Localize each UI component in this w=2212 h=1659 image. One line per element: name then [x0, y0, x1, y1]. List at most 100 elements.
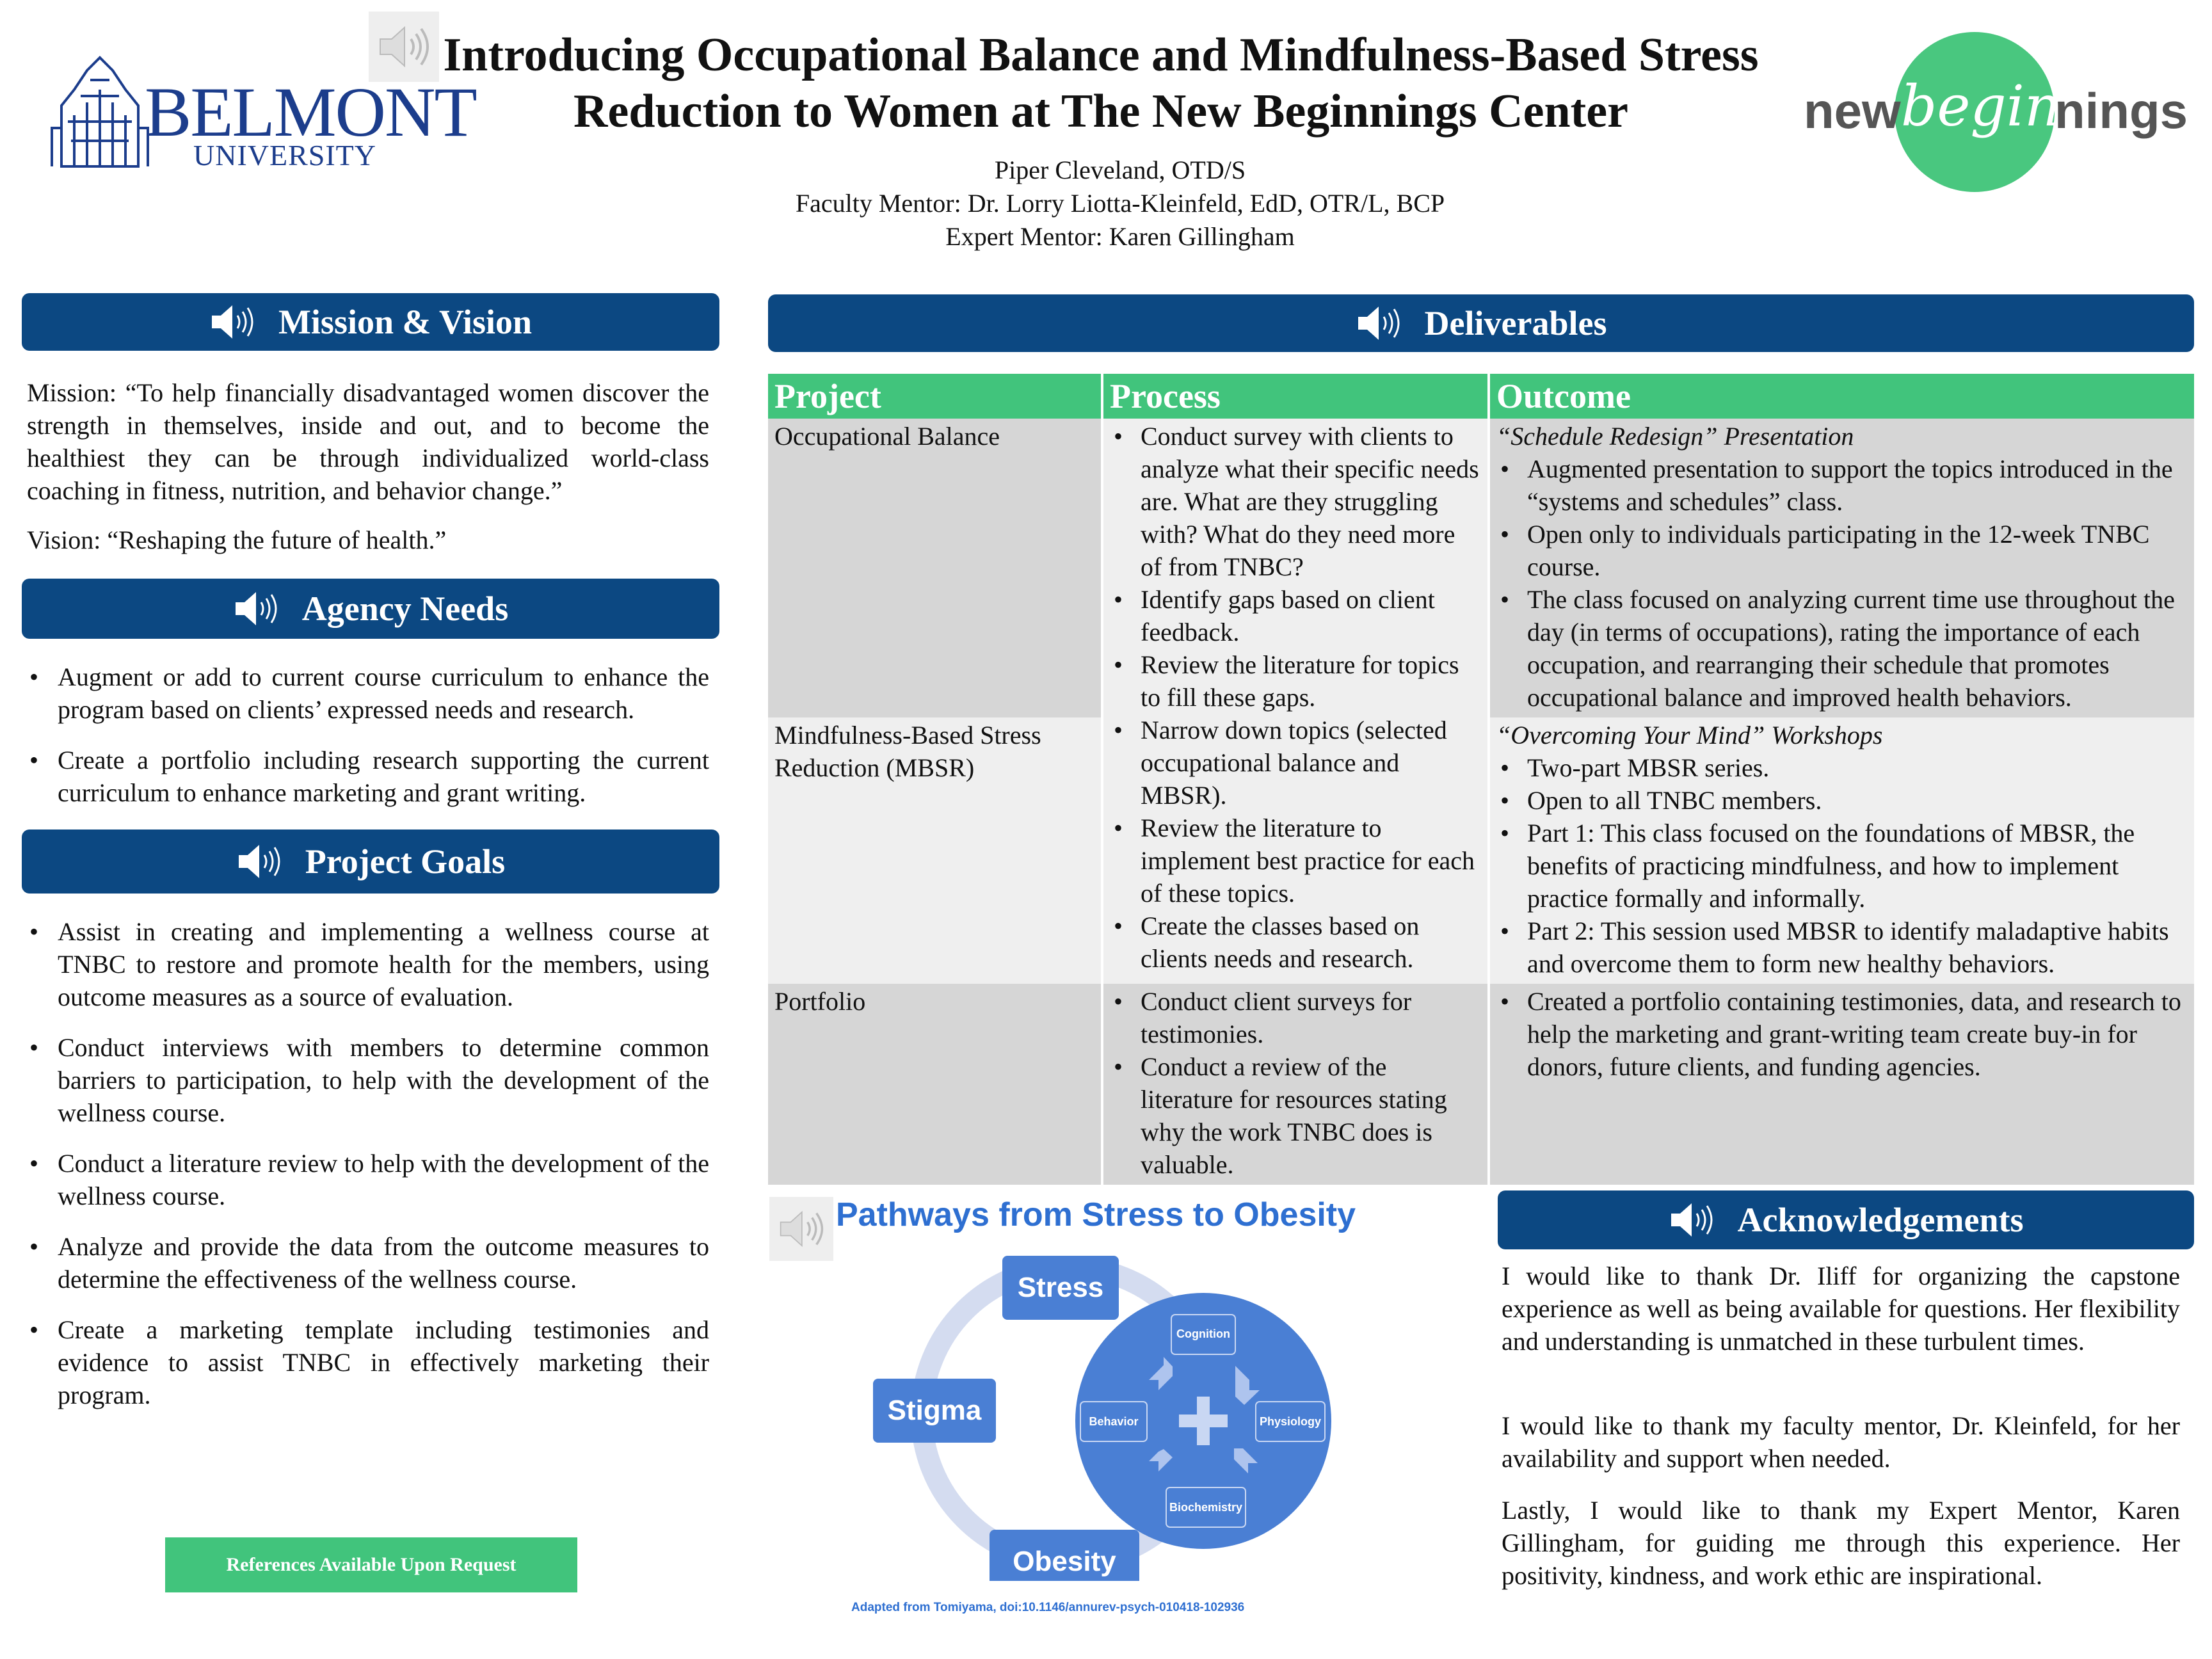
acknowledgements-title: Acknowledgements [1737, 1201, 2024, 1239]
mission-vision-header: Mission & Vision [22, 293, 719, 351]
title-line-1: Introducing Occupational Balance and Min… [443, 29, 1759, 81]
stress-label: Stress [1018, 1272, 1104, 1303]
table-row: Portfolio Conduct client surveys for tes… [768, 984, 2194, 1185]
mechanism-arrows [1149, 1357, 1260, 1473]
deliverables-header: Deliverables [768, 294, 2194, 352]
mission-audio-icon[interactable] [209, 303, 257, 341]
deliverables-audio-icon[interactable] [1356, 304, 1403, 342]
agency-audio-icon[interactable] [233, 589, 280, 628]
outcome-cell: “Schedule Redesign” Presentation Augment… [1489, 419, 2194, 717]
expert-mentor: Expert Mentor: Karen Gillingham [945, 222, 1295, 251]
project-cell: Occupational Balance [768, 419, 1103, 717]
list-item: Part 1: This class focused on the founda… [1496, 817, 2188, 915]
belmont-wordmark: BELMONT [145, 73, 477, 151]
list-item: Two-part MBSR series. [1496, 751, 2188, 784]
diagram-caption: Adapted from Tomiyama, doi:10.1146/annur… [851, 1601, 1245, 1614]
list-item: Analyze and provide the data from the ou… [27, 1230, 709, 1295]
list-item: Conduct client surveys for testimonies. [1110, 985, 1481, 1050]
list-item: Conduct a literature review to help with… [27, 1147, 709, 1212]
list-item: Conduct survey with clients to analyze w… [1110, 420, 1481, 583]
project-cell: Mindfulness-Based Stress Reduction (MBSR… [768, 717, 1103, 984]
mission-text: Mission: “To help financially disadvanta… [27, 378, 709, 505]
stigma-box [873, 1379, 996, 1443]
list-item: Review the literature to implement best … [1110, 812, 1481, 910]
outcome-cell: Created a portfolio containing testimoni… [1489, 984, 2194, 1185]
new-beginnings-logo: new begin nings [1799, 26, 2195, 198]
ack-paragraph-2: I would like to thank my faculty mentor,… [1502, 1411, 2180, 1473]
list-item: Augmented presentation to support the to… [1496, 453, 2188, 518]
belmont-logo: BELMONT UNIVERSITY [36, 45, 477, 173]
nb-logo-nings: nings [2055, 83, 2188, 139]
belmont-tower-icon [51, 56, 149, 168]
stigma-label: Stigma [888, 1395, 982, 1426]
nb-logo-circle [1895, 32, 2055, 192]
stress-obesity-diagram: Cognition Behavior Physiology Biochemist… [873, 1256, 1331, 1581]
agency-needs-list: Augment or add to current course curricu… [27, 661, 709, 827]
diagram-audio-icon[interactable] [769, 1197, 833, 1261]
table-row: Occupational Balance Conduct survey with… [768, 419, 2194, 984]
physiology-box [1255, 1401, 1326, 1442]
agency-needs-header: Agency Needs [22, 579, 719, 639]
biochemistry-box [1166, 1487, 1246, 1528]
ack-paragraph-3: Lastly, I would like to thank my Expert … [1502, 1496, 2180, 1590]
column-header-process: Process [1102, 374, 1490, 419]
process-cell: Conduct survey with clients to analyze w… [1102, 419, 1490, 984]
title-line-2: Reduction to Women at The New Beginnings… [573, 85, 1628, 138]
column-header-outcome: Outcome [1489, 374, 2194, 419]
project-goals-title: Project Goals [305, 842, 506, 881]
outcome-title: “Schedule Redesign” Presentation [1496, 422, 1854, 451]
list-item: Conduct a review of the literature for r… [1110, 1050, 1481, 1181]
biochemistry-label: Biochemistry [1169, 1501, 1242, 1514]
cognition-label: Cognition [1176, 1327, 1230, 1340]
list-item: Review the literature for topics to fill… [1110, 648, 1481, 714]
mission-vision-title: Mission & Vision [278, 303, 533, 341]
center-cross-icon [1179, 1397, 1228, 1445]
obesity-box [990, 1530, 1139, 1581]
ack-audio-icon[interactable] [1669, 1201, 1716, 1239]
poster-title: Introducing Occupational Balance and Min… [410, 27, 1792, 140]
list-item: The class focused on analyzing current t… [1496, 583, 2188, 714]
deliverables-title: Deliverables [1424, 304, 1607, 342]
outcome-title: “Overcoming Your Mind” Workshops [1496, 721, 1883, 749]
list-item: Conduct interviews with members to deter… [27, 1031, 709, 1129]
list-item: Created a portfolio containing testimoni… [1496, 985, 2188, 1083]
header-audio-icon[interactable] [369, 12, 439, 82]
list-item: Create a marketing template including te… [27, 1313, 709, 1411]
list-item: Create the classes based on clients need… [1110, 910, 1481, 975]
deliverables-table: Project Process Outcome Occupational Bal… [768, 374, 2194, 1185]
list-item: Open only to individuals participating i… [1496, 518, 2188, 583]
column-header-project: Project [768, 374, 1103, 419]
vision-text: Vision: “Reshaping the future of health.… [27, 525, 447, 554]
obesity-label: Obesity [1013, 1546, 1116, 1577]
nb-logo-new: new [1804, 83, 1901, 139]
list-item: Part 2: This session used MBSR to identi… [1496, 915, 2188, 980]
list-item: Open to all TNBC members. [1496, 784, 2188, 817]
author-name: Piper Cleveland, OTD/S [994, 156, 1246, 184]
table-header-row: Project Process Outcome [768, 374, 2194, 419]
outcome-cell: “Overcoming Your Mind” Workshops Two-par… [1489, 717, 2194, 984]
goals-audio-icon[interactable] [236, 842, 284, 881]
cognition-box [1171, 1314, 1236, 1355]
ack-paragraph-1: I would like to thank Dr. Iliff for orga… [1502, 1262, 2180, 1356]
list-item: Narrow down topics (selected occupationa… [1110, 714, 1481, 812]
nb-logo-begin: begin [1901, 73, 2061, 139]
faculty-mentor: Faculty Mentor: Dr. Lorry Liotta-Kleinfe… [795, 189, 1445, 218]
list-item: Create a portfolio including research su… [27, 744, 709, 809]
process-cell: Conduct client surveys for testimonies. … [1102, 984, 1490, 1185]
behavior-label: Behavior [1089, 1415, 1138, 1428]
diagram-title: Pathways from Stress to Obesity [836, 1196, 1356, 1233]
acknowledgements-header: Acknowledgements [1498, 1190, 2194, 1249]
author-block: Piper Cleveland, OTD/S Faculty Mentor: D… [576, 154, 1664, 253]
list-item: Identify gaps based on client feedback. [1110, 583, 1481, 648]
table-row: Mindfulness-Based Stress Reduction (MBSR… [768, 717, 2194, 984]
project-goals-header: Project Goals [22, 830, 719, 894]
physiology-label: Physiology [1260, 1415, 1321, 1428]
list-item: Augment or add to current course curricu… [27, 661, 709, 726]
project-cell: Portfolio [768, 984, 1103, 1185]
stress-box [1002, 1256, 1119, 1320]
references-note: References Available Upon Request [165, 1537, 577, 1592]
project-goals-list: Assist in creating and implementing a we… [27, 915, 709, 1429]
behavior-box [1080, 1401, 1148, 1442]
belmont-subtitle: UNIVERSITY [193, 139, 376, 172]
list-item: Assist in creating and implementing a we… [27, 915, 709, 1013]
